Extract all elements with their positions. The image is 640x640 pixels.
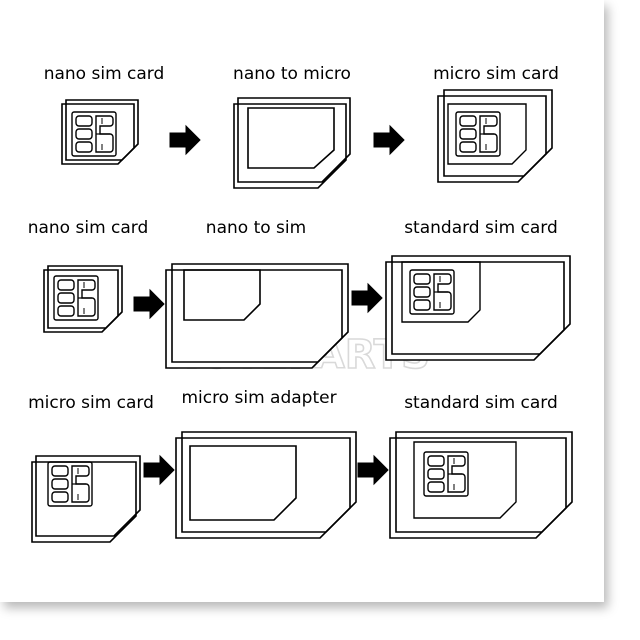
micro-sim-card-row1 <box>437 89 553 183</box>
nano-to-micro-adapter <box>233 97 351 189</box>
micro-sim-adapter <box>175 431 357 539</box>
row3-middle-label: micro sim adapter <box>181 388 337 408</box>
nano-to-sim-adapter <box>165 263 349 369</box>
arrow-icon <box>357 455 389 485</box>
nano-sim-card-row1 <box>61 99 139 165</box>
row2-middle-label: nano to sim <box>205 218 307 238</box>
arrow-icon <box>373 125 405 155</box>
row3-right-label: standard sim card <box>404 393 558 413</box>
row1-left-label: nano sim card <box>43 64 165 84</box>
row3-left-label: micro sim card <box>28 393 154 413</box>
arrow-icon <box>351 283 383 313</box>
standard-sim-card-row3 <box>389 431 573 539</box>
standard-sim-card-row2 <box>385 255 571 361</box>
arrow-icon <box>143 455 175 485</box>
row2-right-label: standard sim card <box>404 218 558 238</box>
nano-sim-card-row2 <box>43 265 123 333</box>
row1-right-label: micro sim card <box>433 64 559 84</box>
row1-middle-label: nano to micro <box>233 64 351 84</box>
micro-sim-card-row3 <box>31 455 141 543</box>
arrow-icon <box>169 125 201 155</box>
arrow-icon <box>133 289 165 319</box>
row2-left-label: nano sim card <box>27 218 149 238</box>
